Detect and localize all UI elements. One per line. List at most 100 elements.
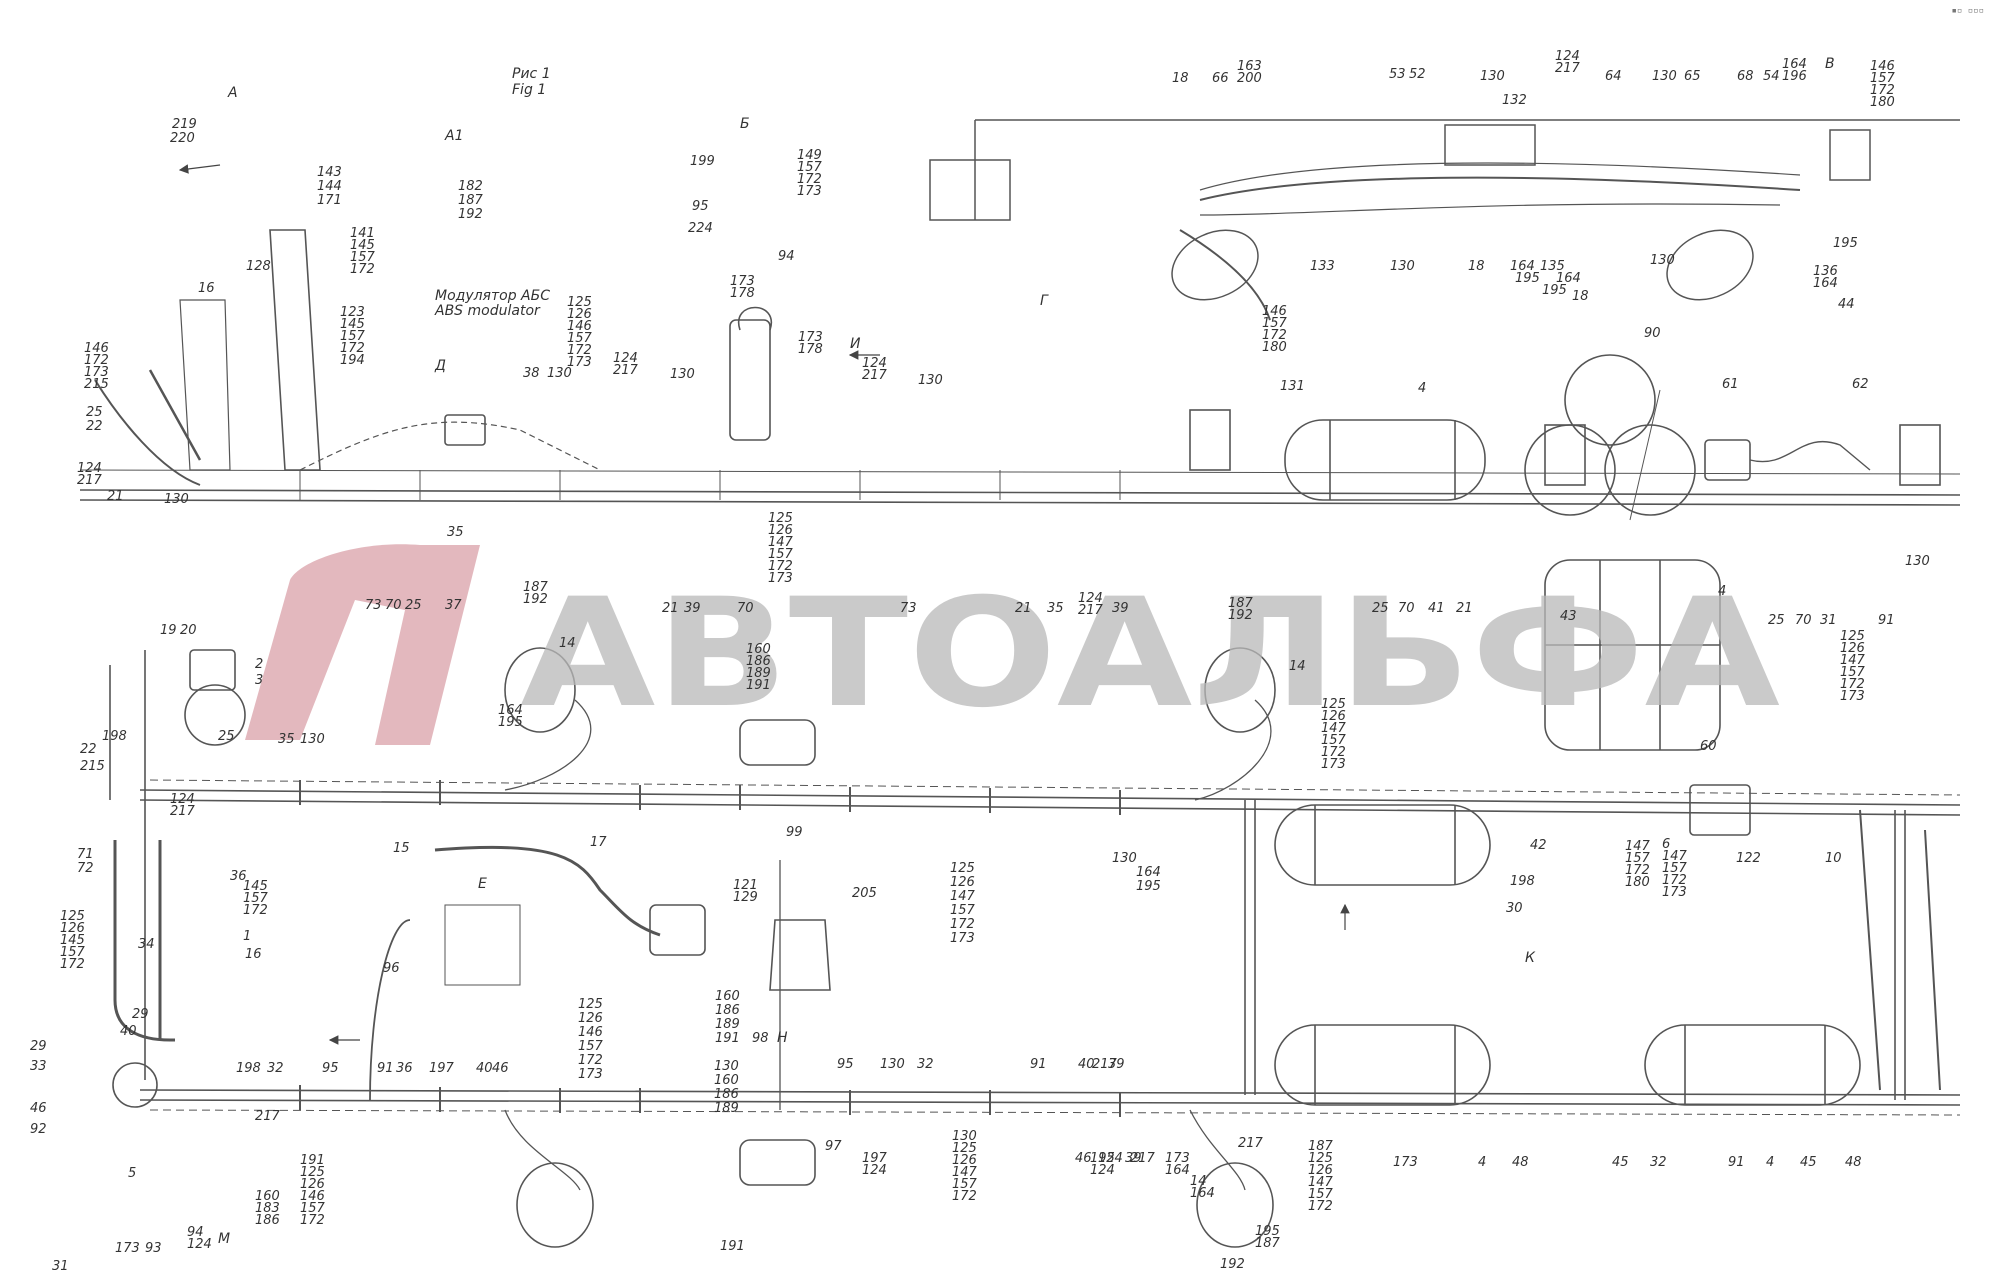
callout-number: 130 bbox=[952, 1129, 977, 1144]
callout-number: 173 bbox=[950, 931, 975, 946]
callout-number: 173 bbox=[797, 184, 822, 199]
callout-number: 187 bbox=[1255, 1236, 1281, 1251]
callout-number: 130 bbox=[670, 367, 695, 382]
callout-number: 173 bbox=[1393, 1155, 1418, 1170]
callout-number: 160 bbox=[715, 989, 740, 1004]
callout-number: 186 bbox=[746, 654, 771, 669]
callout-number: 172 bbox=[567, 343, 592, 358]
callout-number: 145 bbox=[350, 238, 375, 253]
callout-number: 98 bbox=[752, 1031, 769, 1046]
callout-number: 145 bbox=[340, 317, 365, 332]
callout-number: 157 bbox=[578, 1039, 604, 1054]
callout-number: 70 bbox=[1398, 601, 1415, 616]
callout-number: 157 bbox=[1840, 665, 1866, 680]
callout-number: 1 bbox=[243, 929, 251, 944]
callout-number: 125 bbox=[1308, 1151, 1333, 1166]
callout-number: 130 bbox=[164, 492, 189, 507]
callout-number: 173 bbox=[115, 1241, 140, 1256]
callout-number: 192 bbox=[1228, 608, 1253, 623]
callout-number: 172 bbox=[60, 957, 85, 972]
callout-number: 157 bbox=[350, 250, 376, 265]
callout-number: 21 bbox=[107, 489, 124, 504]
callout-number: 30 bbox=[1506, 901, 1523, 916]
callout-number: 73 bbox=[365, 598, 382, 613]
callout-number: 217 bbox=[255, 1109, 281, 1124]
callout-number: 10 bbox=[1825, 851, 1842, 866]
callout-number: 187 bbox=[523, 580, 549, 595]
callout-number: 178 bbox=[798, 342, 823, 357]
callout-number: 178 bbox=[730, 286, 755, 301]
callout-number: 39 bbox=[1108, 1057, 1125, 1072]
callout-number: 33 bbox=[30, 1059, 47, 1074]
callout-number: 157 bbox=[797, 160, 823, 175]
callout-number: 172 bbox=[300, 1213, 325, 1228]
callout-number: 130 bbox=[880, 1057, 905, 1072]
callout-number: 129 bbox=[733, 890, 758, 905]
callout-number: 45 bbox=[1612, 1155, 1629, 1170]
figure-caption-en: Fig 1 bbox=[512, 82, 546, 98]
callout-number: 130 bbox=[1905, 554, 1930, 569]
callout-number: 5 bbox=[128, 1166, 136, 1181]
callout-number: 217 bbox=[1555, 61, 1581, 76]
callout-number: 124 bbox=[1090, 1163, 1115, 1178]
callout-number: 217 bbox=[862, 368, 888, 383]
callout-number: 135 bbox=[1540, 259, 1565, 274]
callout-number: 70 bbox=[1795, 613, 1812, 628]
callout-number: 205 bbox=[852, 886, 877, 901]
callout-number: 96 bbox=[383, 961, 400, 976]
callout-number: 192 bbox=[1220, 1257, 1245, 1272]
callout-number: 128 bbox=[246, 259, 271, 274]
callout-number: 147 bbox=[1308, 1175, 1334, 1190]
callout-number: 172 bbox=[350, 262, 375, 277]
callout-number: 195 bbox=[1515, 271, 1540, 286]
callout-number: 91 bbox=[377, 1061, 394, 1076]
callout-number: 66 bbox=[1212, 71, 1229, 86]
callout-number: 197 bbox=[429, 1061, 455, 1076]
callout-number: 20 bbox=[180, 623, 197, 638]
callout-number: 146 bbox=[84, 341, 109, 356]
callout-number: 125 bbox=[1840, 629, 1865, 644]
corner-mark: ▪▫ ▫▫▫ bbox=[1951, 6, 1984, 16]
callout-number: 42 bbox=[1530, 838, 1547, 853]
callout-number: 130 bbox=[1650, 253, 1675, 268]
callout-number: 46 bbox=[492, 1061, 509, 1076]
callout-number: 198 bbox=[102, 729, 127, 744]
callout-number: 130 bbox=[1652, 69, 1677, 84]
callout-number: 39 bbox=[684, 601, 701, 616]
callout-number: 25 bbox=[86, 405, 103, 420]
callout-number: 157 bbox=[950, 903, 976, 918]
callout-number: 22 bbox=[86, 419, 103, 434]
callout-number: 91 bbox=[1878, 613, 1895, 628]
view-label-b: Б bbox=[740, 116, 750, 132]
callout-number: 41 bbox=[1428, 601, 1445, 616]
view-label-a: А bbox=[227, 85, 238, 101]
callout-number: 172 bbox=[950, 917, 975, 932]
callout-number: 25 bbox=[1768, 613, 1785, 628]
callout-number: 164 bbox=[1782, 57, 1807, 72]
callout-number: 126 bbox=[952, 1153, 977, 1168]
figure-caption-ru: Рис 1 bbox=[512, 66, 551, 82]
callout-number: 124 bbox=[170, 792, 195, 807]
callout-number: 186 bbox=[714, 1087, 739, 1102]
callout-number: 172 bbox=[1625, 863, 1650, 878]
callout-number: 4 bbox=[1418, 381, 1426, 396]
watermark-logo-icon bbox=[245, 544, 480, 745]
callout-number: 217 bbox=[1078, 603, 1104, 618]
callout-number: 172 bbox=[1870, 83, 1895, 98]
callout-number: 40 bbox=[476, 1061, 493, 1076]
callout-number: 126 bbox=[300, 1177, 325, 1192]
callout-number: 157 bbox=[1262, 316, 1288, 331]
callout-number: 147 bbox=[1625, 839, 1651, 854]
callout-number: 38 bbox=[523, 366, 540, 381]
callout-number: 196 bbox=[1782, 69, 1807, 84]
callout-number: 171 bbox=[317, 193, 342, 208]
callout-number: 126 bbox=[768, 523, 793, 538]
callout-number: 121 bbox=[733, 878, 758, 893]
callout-number: 172 bbox=[1662, 873, 1687, 888]
callout-number: 173 bbox=[798, 330, 823, 345]
callout-number: 15 bbox=[393, 841, 410, 856]
callout-number: 186 bbox=[255, 1213, 280, 1228]
callout-number: 217 bbox=[77, 473, 103, 488]
callout-number: 186 bbox=[715, 1003, 740, 1018]
